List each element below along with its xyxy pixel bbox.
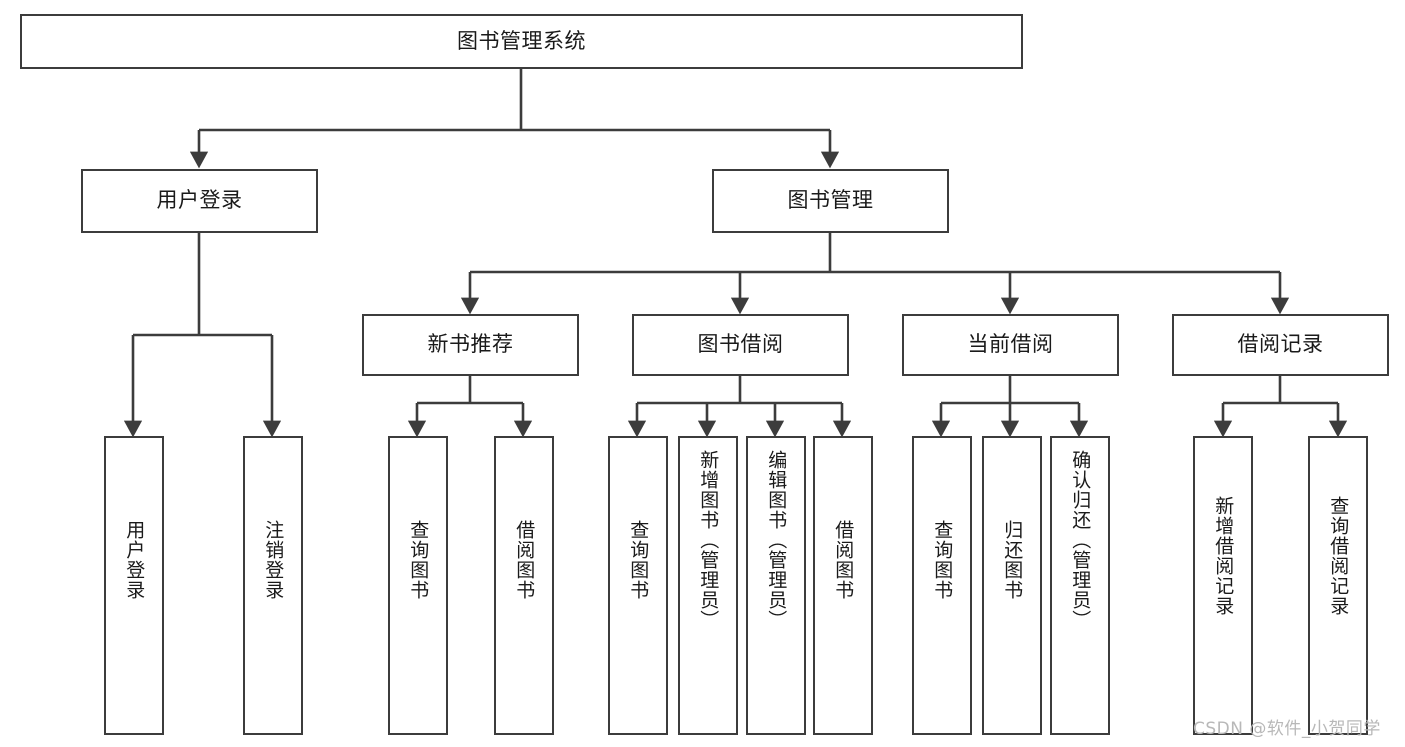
node-book-borrow-label: 图书借阅 xyxy=(697,332,784,357)
node-leaf-confirm-return-label: 确认归还（管理员） xyxy=(1069,450,1092,630)
node-borrow-record-label: 借阅记录 xyxy=(1237,332,1324,357)
node-leaf-user-login-label: 用户登录 xyxy=(123,520,146,600)
node-leaf-query-book-2[interactable]: 查询图书 xyxy=(608,436,668,735)
node-leaf-query-record[interactable]: 查询借阅记录 xyxy=(1308,436,1368,735)
node-leaf-add-record[interactable]: 新增借阅记录 xyxy=(1193,436,1253,735)
node-leaf-add-record-label: 新增借阅记录 xyxy=(1212,496,1235,616)
node-leaf-borrow-book-2[interactable]: 借阅图书 xyxy=(813,436,873,735)
node-book-manage-label: 图书管理 xyxy=(787,188,874,213)
node-new-book-rec-label: 新书推荐 xyxy=(427,332,514,357)
node-leaf-query-book-1-label: 查询图书 xyxy=(407,520,430,600)
node-current-borrow-label: 当前借阅 xyxy=(967,332,1054,357)
node-leaf-confirm-return[interactable]: 确认归还（管理员） xyxy=(1050,436,1110,735)
node-root[interactable]: 图书管理系统 xyxy=(20,14,1023,69)
node-leaf-borrow-book-1[interactable]: 借阅图书 xyxy=(494,436,554,735)
node-leaf-add-book[interactable]: 新增图书（管理员） xyxy=(678,436,738,735)
csdn-watermark: CSDN @软件_小贺同学 xyxy=(1193,719,1381,739)
node-current-borrow[interactable]: 当前借阅 xyxy=(902,314,1119,376)
node-leaf-logout-login-label: 注销登录 xyxy=(262,520,285,600)
node-leaf-return-book-label: 归还图书 xyxy=(1001,520,1024,600)
node-leaf-query-book-1[interactable]: 查询图书 xyxy=(388,436,448,735)
node-book-manage[interactable]: 图书管理 xyxy=(712,169,949,233)
node-leaf-return-book[interactable]: 归还图书 xyxy=(982,436,1042,735)
node-user-login[interactable]: 用户登录 xyxy=(81,169,318,233)
node-leaf-query-book-2-label: 查询图书 xyxy=(627,520,650,600)
node-leaf-borrow-book-1-label: 借阅图书 xyxy=(513,520,536,600)
node-leaf-user-login[interactable]: 用户登录 xyxy=(104,436,164,735)
node-leaf-edit-book-label: 编辑图书（管理员） xyxy=(765,450,788,630)
node-borrow-record[interactable]: 借阅记录 xyxy=(1172,314,1389,376)
node-leaf-query-book-3[interactable]: 查询图书 xyxy=(912,436,972,735)
node-leaf-logout-login[interactable]: 注销登录 xyxy=(243,436,303,735)
node-user-login-label: 用户登录 xyxy=(156,188,243,213)
node-leaf-edit-book[interactable]: 编辑图书（管理员） xyxy=(746,436,806,735)
node-root-label: 图书管理系统 xyxy=(457,28,586,53)
node-book-borrow[interactable]: 图书借阅 xyxy=(632,314,849,376)
node-leaf-borrow-book-2-label: 借阅图书 xyxy=(832,520,855,600)
node-leaf-query-book-3-label: 查询图书 xyxy=(931,520,954,600)
node-leaf-add-book-label: 新增图书（管理员） xyxy=(697,450,720,630)
node-new-book-rec[interactable]: 新书推荐 xyxy=(362,314,579,376)
node-leaf-query-record-label: 查询借阅记录 xyxy=(1327,496,1350,616)
